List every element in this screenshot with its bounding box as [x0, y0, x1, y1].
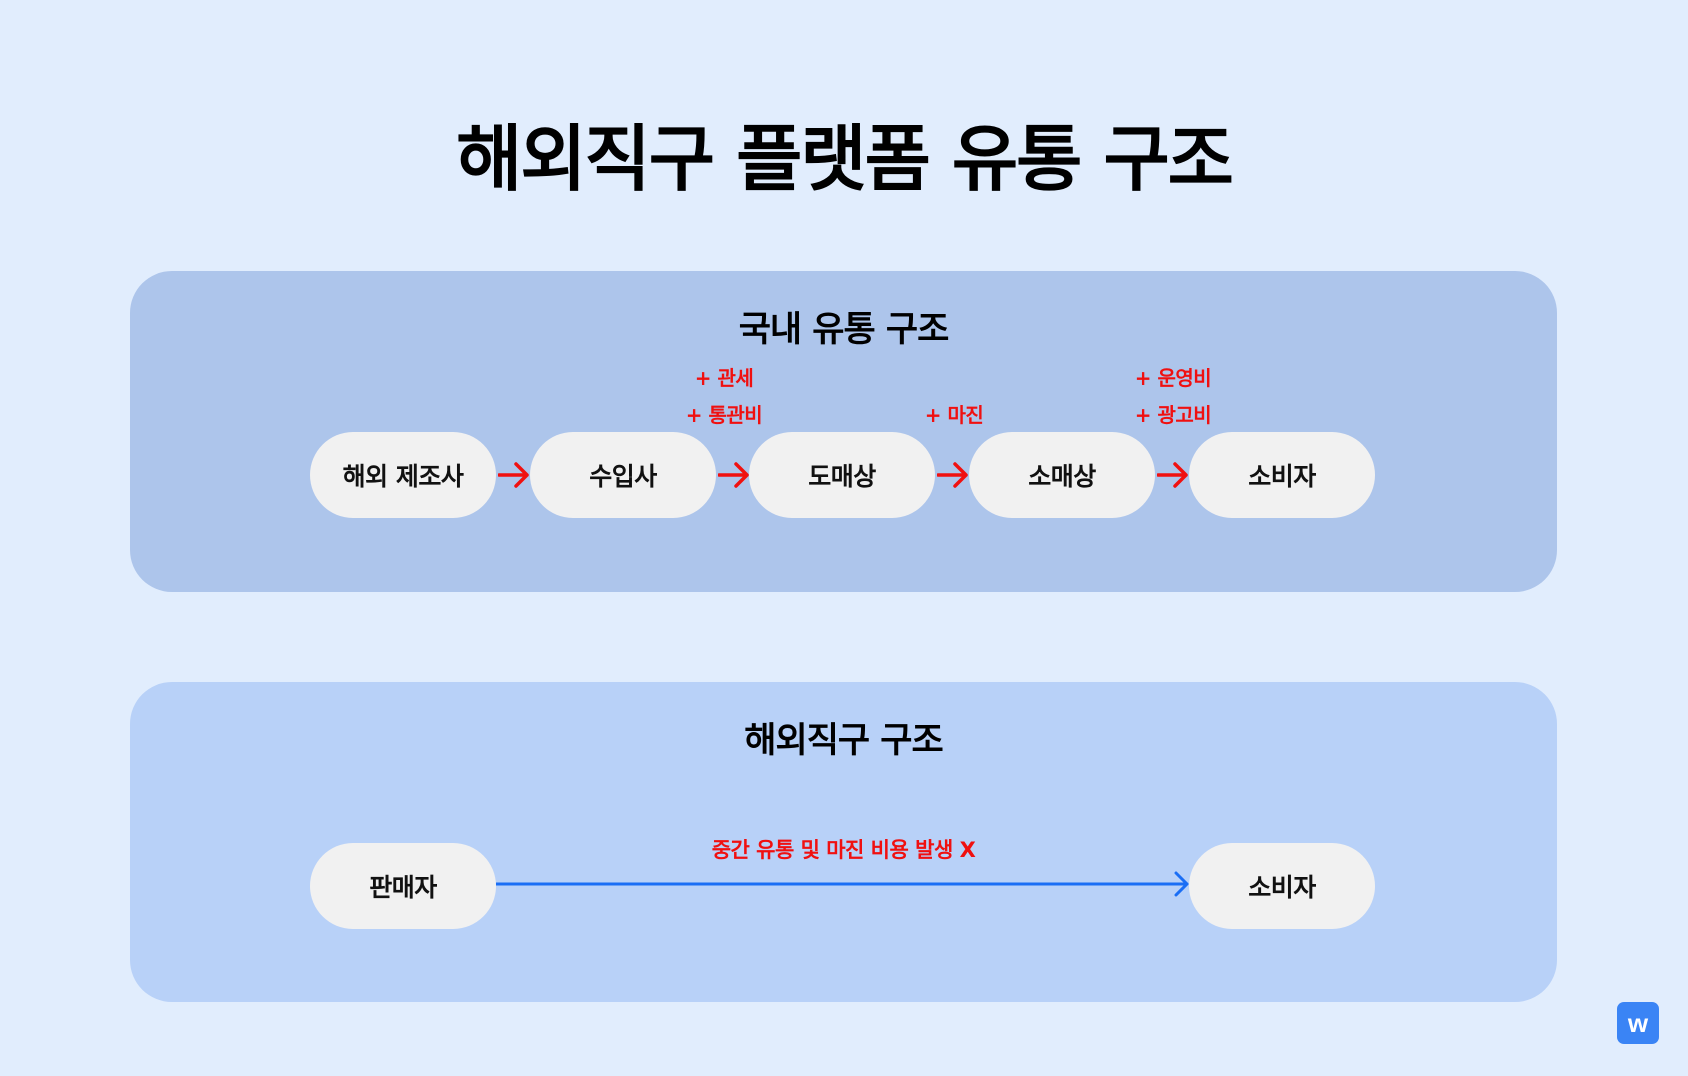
node-retailer: 소매상 [969, 432, 1155, 518]
no-middleman-note: 중간 유통 및 마진 비용 발생 X [711, 838, 976, 862]
arrow-right-icon [498, 462, 529, 488]
direct-purchase-panel: 해외직구 구조 중간 유통 및 마진 비용 발생 X [130, 682, 1557, 1002]
domestic-structure-panel: 국내 유통 구조 [130, 271, 1557, 592]
node-wholesaler: 도매상 [749, 432, 935, 518]
node-importer: 수입사 [530, 432, 716, 518]
brand-logo-icon: w [1617, 1002, 1659, 1044]
cost-label-operating: + 운영비 [1134, 366, 1212, 390]
direct-panel-title: 해외직구 구조 [744, 721, 943, 761]
cost-label-customs-fee: + 통관비 [685, 403, 763, 427]
node-overseas-manufacturer: 해외 제조사 [310, 432, 496, 518]
long-arrow-right-icon [496, 871, 1189, 897]
arrow-right-icon [718, 462, 749, 488]
page-title: 해외직구 플랫폼 유통 구조 [456, 117, 1234, 201]
cost-label-advertising: + 광고비 [1134, 403, 1212, 427]
arrow-right-icon [1157, 462, 1188, 488]
arrow-right-icon [937, 462, 968, 488]
domestic-panel-title: 국내 유통 구조 [738, 310, 950, 350]
cost-label-margin: + 마진 [924, 403, 984, 427]
node-consumer-domestic: 소비자 [1189, 432, 1375, 518]
cost-label-tariff: + 관세 [694, 366, 754, 390]
node-consumer-direct: 소비자 [1189, 843, 1375, 929]
node-seller: 판매자 [310, 843, 496, 929]
